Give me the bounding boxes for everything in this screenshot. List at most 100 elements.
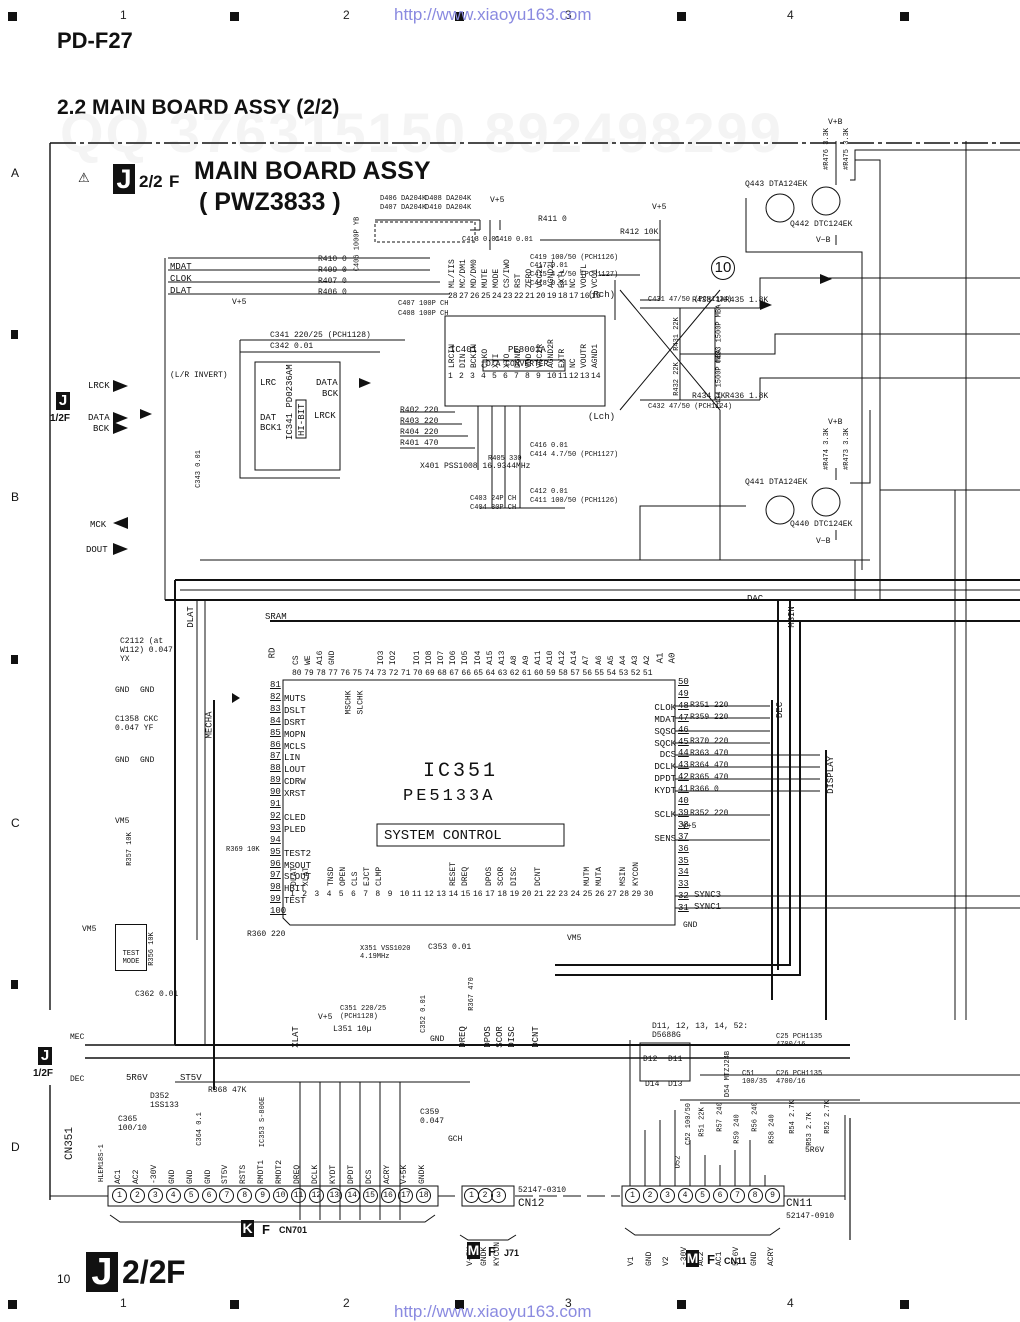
ic401-pin-name: MUTE bbox=[481, 268, 490, 288]
test-mode-switch[interactable] bbox=[115, 924, 147, 971]
ic401-pin-name: XTO bbox=[503, 353, 512, 368]
ic351-pin-number: 35 bbox=[678, 855, 689, 866]
grid-column-label: 2 bbox=[343, 1296, 350, 1310]
destination-badge: K bbox=[241, 1220, 254, 1237]
resistor-r431: R431 22K bbox=[672, 317, 681, 351]
grid-column-label: 1 bbox=[120, 8, 127, 22]
destination-badge: M bbox=[467, 1242, 480, 1259]
ic351-pin-number: 84 bbox=[270, 715, 281, 726]
resistor-r359: R359 220 bbox=[690, 713, 729, 722]
cn351-pin-name: RSTS bbox=[239, 1164, 249, 1184]
ic351-pin-name: IO2 bbox=[388, 650, 398, 665]
connector-signal-bck: BCK bbox=[93, 424, 110, 434]
resistor-r474: #R474 3.3K bbox=[823, 427, 832, 471]
ic351-pin-slchk: SLCHK bbox=[356, 690, 366, 715]
grid-column-label: 2 bbox=[343, 8, 350, 22]
connector-badge-text: 1/2F bbox=[33, 1068, 54, 1079]
grid-marker bbox=[230, 1300, 239, 1309]
ic351-pin-number: 4 bbox=[326, 890, 332, 899]
ic351-pin-name: A4 bbox=[618, 655, 628, 665]
ic401-pin-name: EXTR bbox=[558, 348, 567, 368]
capacitor-c362: C362 0.01 bbox=[135, 990, 179, 999]
ic351-pin-number: 22 bbox=[546, 890, 556, 899]
grid-marker bbox=[8, 1300, 17, 1309]
cn11-pin: 2 bbox=[642, 1188, 658, 1203]
ic351-pin-name: IO5 bbox=[461, 650, 471, 665]
capacitor-c26: C26 PCH1135 4700/16 bbox=[776, 1070, 823, 1086]
resistor-r405: R405 330 bbox=[488, 455, 522, 463]
grid-marker bbox=[900, 1300, 909, 1309]
ic401-pin-name: MC/DM1 bbox=[459, 259, 468, 288]
resistor-r402: R402 220 bbox=[400, 406, 439, 415]
cn11-pin: 5 bbox=[695, 1188, 710, 1203]
cn12-pin: 3 bbox=[491, 1188, 506, 1203]
diode-note: D11, 12, 13, 14, 52: D5688G bbox=[652, 1022, 749, 1040]
ic351-pin-number: 36 bbox=[678, 843, 689, 854]
ic401-pin-number: 21 bbox=[525, 292, 535, 301]
bus-label: XLAT bbox=[290, 1026, 301, 1048]
bus-label: (L/R INVERT) bbox=[170, 371, 228, 380]
ic351-pin-name: MCLS bbox=[284, 741, 306, 752]
ic351-pin-number: 89 bbox=[270, 775, 281, 786]
ic351-pin-number: 14 bbox=[448, 890, 459, 899]
resistor-r57: R57 240 bbox=[716, 1102, 725, 1132]
ic351-pin-number: 100 bbox=[270, 906, 287, 917]
sheet-badge-suffix: F bbox=[169, 172, 180, 191]
ic351-pin-name: EJCT bbox=[363, 866, 373, 886]
ic351-pin-number: 9 bbox=[387, 890, 393, 899]
ic351-pin-number: 86 bbox=[270, 739, 281, 750]
page-number: 10 bbox=[57, 1272, 71, 1286]
ic351-pin-name: A7 bbox=[582, 655, 592, 665]
cn351-pin: 5 bbox=[183, 1188, 199, 1203]
ic351-pin-number: 66 bbox=[461, 669, 471, 678]
diode-d352: D352 1SS133 bbox=[150, 1092, 179, 1110]
ic351-pin-name: A9 bbox=[521, 655, 531, 665]
bus-label: SCOR bbox=[494, 1026, 505, 1048]
resistor-r436: R436 1.8K bbox=[725, 392, 769, 401]
ic351-pin-number: 93 bbox=[270, 822, 281, 833]
connector-signal-lrck: LRCK bbox=[88, 381, 110, 391]
capacitor-c352: C352 0.01 bbox=[419, 995, 428, 1033]
ic401-output-cross bbox=[600, 274, 721, 411]
board-part-number: ( PWZ3833 ) bbox=[199, 188, 341, 216]
ic401-pin-name: DIN bbox=[459, 353, 468, 368]
resistor-r357: R357 10K bbox=[125, 832, 134, 866]
ic401-pin-number: 16 bbox=[580, 292, 590, 301]
ic341-pin-name: BCK bbox=[322, 389, 339, 399]
resistor-r433: R433 1K bbox=[692, 296, 726, 305]
ic351-pin-name: A8 bbox=[509, 655, 519, 665]
resistor-r351: R351 220 bbox=[690, 701, 729, 710]
power-label-vminusb: V−B bbox=[816, 537, 831, 546]
ic353: IC353 S-806E bbox=[259, 1096, 268, 1148]
ic351-function-box bbox=[376, 823, 565, 847]
sync-label: SYNC1 bbox=[694, 902, 722, 912]
ic351-pin-name: CLOK bbox=[654, 702, 676, 713]
capacitor-c432: C432 47/50 (PCH1124) bbox=[648, 403, 733, 411]
capacitor-c412: C412 0.01 bbox=[530, 488, 568, 496]
ic351-pin-name: MSIN bbox=[619, 866, 629, 886]
ground-label: GND bbox=[140, 686, 155, 695]
bus-label: DLAT bbox=[185, 606, 196, 628]
ic351-pin-name: SLOUT bbox=[284, 872, 312, 883]
capacitor-c351: C351 220/25 (PCH1128) bbox=[340, 1005, 387, 1021]
ic351-pin-name: TEST2 bbox=[284, 848, 312, 859]
ic351-pin-number: 10 bbox=[399, 890, 410, 899]
resistor-r403: R403 220 bbox=[400, 417, 439, 426]
q442-symbol bbox=[811, 186, 841, 216]
footer-badge-suffix: F bbox=[166, 1254, 186, 1290]
resistor-r404: R404 220 bbox=[400, 428, 439, 437]
ic351-pin-name: A15 bbox=[485, 650, 495, 665]
resistor-r370: R370 220 bbox=[690, 737, 729, 746]
diode-d407: D407 DA204K bbox=[380, 204, 427, 212]
bridge-rectifier bbox=[639, 1042, 691, 1082]
ic351-pin-name: CLMP bbox=[375, 866, 385, 886]
grid-marker bbox=[455, 1300, 464, 1309]
bus-label: DREQ bbox=[457, 1026, 468, 1048]
ic401-pin-number: 19 bbox=[547, 292, 557, 301]
grid-marker bbox=[230, 12, 239, 21]
power-label-v5: V+5 bbox=[682, 822, 697, 831]
ic351-ref: IC351 bbox=[423, 760, 499, 783]
capacitor-c359: C359 0.047 bbox=[420, 1108, 445, 1126]
capacitor-c406: C406 1000P YB bbox=[353, 216, 362, 272]
power-label-vm5: VM5 bbox=[82, 925, 97, 934]
